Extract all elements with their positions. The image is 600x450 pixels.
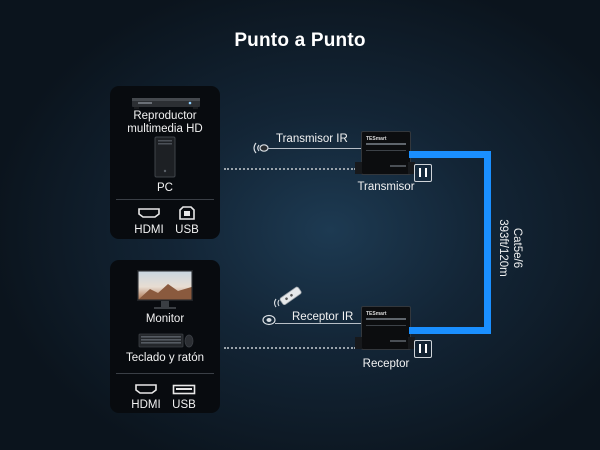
cat-cable-bottom xyxy=(409,327,491,334)
remote-control-icon xyxy=(272,283,306,311)
receiver-brand: TESmart xyxy=(366,311,387,317)
cat-cable-vertical xyxy=(484,151,491,334)
panel-divider xyxy=(116,199,214,200)
source-to-transmitter-connection xyxy=(224,168,356,170)
panel-divider xyxy=(116,373,214,374)
hdmi-port-label: HDMI xyxy=(131,399,161,411)
receiver-mount-tab-right xyxy=(408,337,415,349)
page-title: Punto a Punto xyxy=(234,30,366,51)
hdmi-port-icon xyxy=(134,383,158,395)
transmitter-mount-tab-right xyxy=(408,162,415,174)
hdmi-port-label: HDMI xyxy=(134,224,164,236)
cat-cable-top xyxy=(409,151,491,158)
ir-receiver-line xyxy=(275,323,362,324)
receiver-serial-strip xyxy=(390,340,406,342)
media-player-label: Reproductor multimedia HD xyxy=(127,110,203,135)
receiver-label: Receptor xyxy=(362,358,410,370)
transmitter-label: Transmisor xyxy=(357,181,415,193)
transmitter-serial-strip xyxy=(390,165,406,167)
transmitter-port-strip xyxy=(366,150,406,151)
receiver-port-strip xyxy=(366,325,406,326)
keyboard-mouse-label: Teclado y ratón xyxy=(126,352,204,364)
monitor-label: Monitor xyxy=(145,313,185,325)
ir-receiver-label: Receptor IR xyxy=(292,311,354,323)
receiver-model-strip xyxy=(366,318,406,320)
hdmi-port-icon xyxy=(137,207,161,219)
pc-label: PC xyxy=(157,182,173,194)
usb-port-label: USB xyxy=(175,224,199,236)
transmitter-device: TESmart xyxy=(361,131,411,175)
receiver-mount-tab-left xyxy=(355,337,362,349)
transmitter-mount-tab-left xyxy=(355,162,362,174)
ir-transmitter-label: Transmisor IR xyxy=(276,133,348,145)
ir-receiver-icon xyxy=(262,314,276,326)
usb-port-label: USB xyxy=(172,399,196,411)
cable-length-label: 393ft/120m xyxy=(497,219,509,277)
usb-b-port-icon xyxy=(178,205,196,221)
cable-spec-label: Cat5e/6 393ft/120m xyxy=(490,188,524,308)
source-devices-panel: Reproductor multimedia HD PC HDMI USB xyxy=(110,86,220,239)
keyboard-mouse-icon xyxy=(138,331,194,349)
media-player-icon xyxy=(130,96,202,110)
transmitter-brand: TESmart xyxy=(366,136,387,142)
cable-type-label: Cat5e/6 xyxy=(511,227,523,269)
transmitter-model-strip xyxy=(366,143,406,145)
receiver-dip-switch-icon xyxy=(414,340,432,358)
ir-transmitter-icon xyxy=(250,140,272,156)
usb-a-port-icon xyxy=(172,384,196,395)
monitor-icon xyxy=(136,269,194,311)
sink-devices-panel: Monitor Teclado y ratón HDMI USB xyxy=(110,260,220,413)
receiver-to-sink-connection xyxy=(224,347,356,349)
transmitter-dip-switch-icon xyxy=(414,164,432,182)
receiver-device: TESmart xyxy=(361,306,411,350)
pc-tower-icon xyxy=(154,136,176,178)
ir-transmitter-line xyxy=(268,148,362,149)
